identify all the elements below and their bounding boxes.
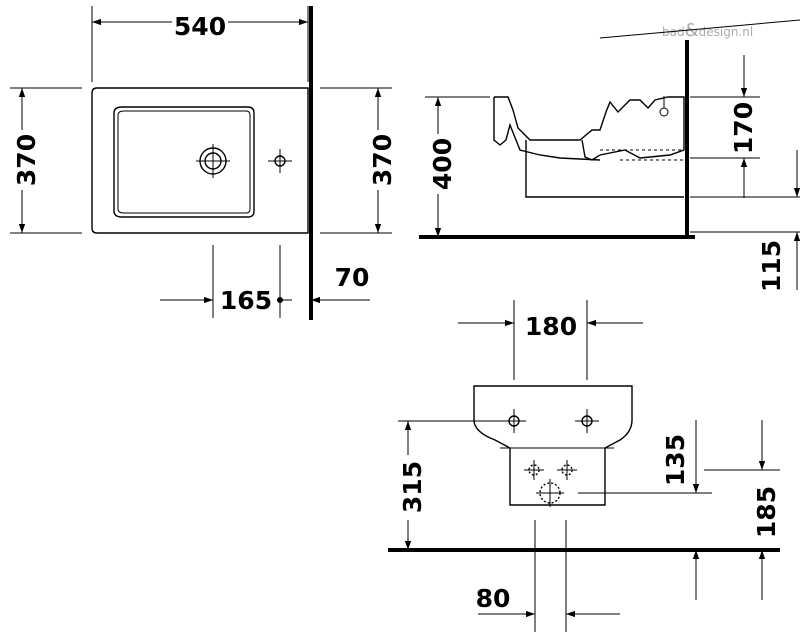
bidet-outline-top — [91, 87, 309, 234]
dim-inlet-135: 135 — [661, 434, 690, 486]
dim-hole-offset-165: 165 — [220, 286, 272, 315]
dim-width-540: 540 — [174, 12, 226, 41]
watermark-logo: bad&design.nl — [662, 20, 753, 41]
dim-wall-gap-70: 70 — [335, 263, 370, 292]
bowl-outer-top — [113, 106, 255, 218]
watermark-rule — [599, 19, 800, 39]
pedestal-side — [525, 140, 684, 198]
dim-height-400: 400 — [428, 138, 457, 190]
dim-hole-spacing-180: 180 — [525, 312, 577, 341]
dim-rim-170: 170 — [729, 102, 758, 154]
bowl-inner-top — [117, 110, 251, 214]
top-view: 540 370 370 165 70 — [10, 6, 397, 320]
front-view: 180 315 135 185 80 — [388, 300, 781, 632]
dim-depth-370-left: 370 — [12, 134, 41, 186]
side-view: 400 170 115 — [419, 40, 800, 292]
dim-outlet-185: 185 — [752, 486, 781, 538]
dim-height-315: 315 — [398, 461, 427, 513]
dim-outlet-80: 80 — [476, 584, 511, 613]
dim-floor-115: 115 — [757, 240, 786, 292]
bidet-outline-front — [473, 385, 633, 506]
dim-depth-370-right: 370 — [368, 134, 397, 186]
